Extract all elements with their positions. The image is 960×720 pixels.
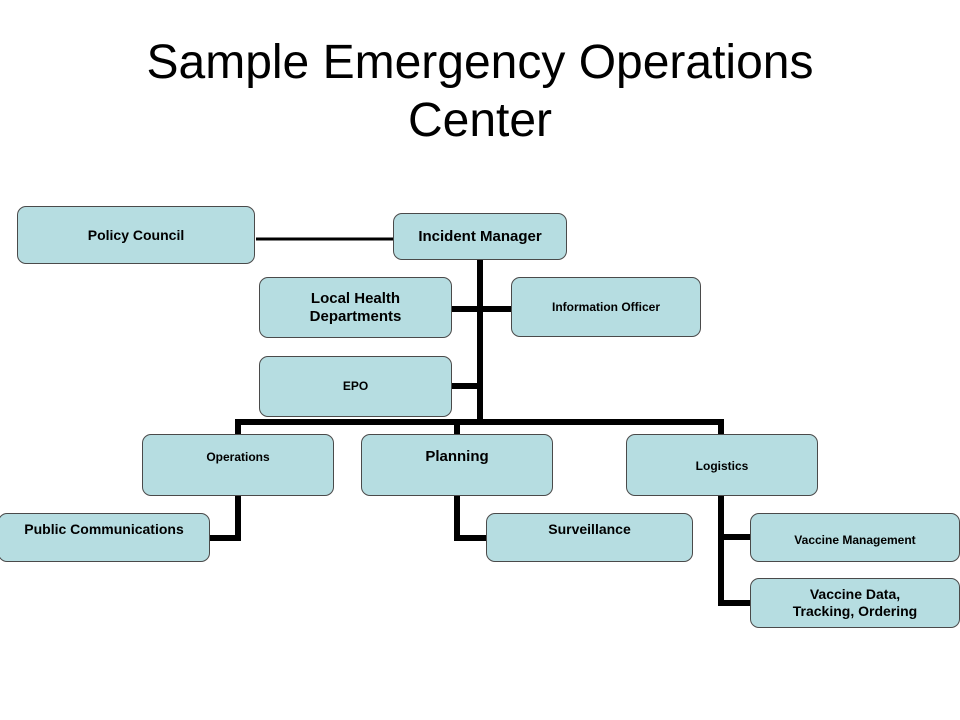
node-operations: Operations xyxy=(142,434,334,496)
node-policy-council: Policy Council xyxy=(17,206,255,264)
node-vaccine-management: Vaccine Management xyxy=(750,513,960,562)
node-epo: EPO xyxy=(259,356,452,417)
title-line-2: Center xyxy=(407,94,553,147)
node-label: Vaccine Management xyxy=(794,533,916,548)
node-label: Surveillance xyxy=(548,521,631,537)
node-public-communications: Public Communications xyxy=(0,513,210,562)
node-label: Incident Manager xyxy=(418,227,542,245)
node-surveillance: Surveillance xyxy=(486,513,693,562)
page-title: Sample Emergency Operations Center xyxy=(0,34,960,150)
node-information-officer: Information Officer xyxy=(511,277,701,337)
node-label: EPO xyxy=(342,379,369,394)
node-label: Logistics xyxy=(695,459,749,473)
node-logistics: Logistics xyxy=(626,434,818,496)
node-label: Operations xyxy=(206,450,270,464)
node-label-line-1: Local Health xyxy=(310,289,401,307)
node-label: Information Officer xyxy=(551,299,660,314)
node-label-line-2: Departments xyxy=(309,307,402,325)
node-label: Policy Council xyxy=(87,226,185,243)
node-incident-manager: Incident Manager xyxy=(393,213,567,260)
node-label: Public Communications xyxy=(24,521,184,537)
node-planning: Planning xyxy=(361,434,553,496)
node-label-line-1: Vaccine Data, xyxy=(809,586,901,603)
node-label-line-2: Tracking, Ordering xyxy=(792,603,918,619)
title-line-1: Sample Emergency Operations xyxy=(146,36,814,89)
node-local-health-departments: Local Health Departments xyxy=(259,277,452,338)
node-label: Planning xyxy=(425,448,489,465)
node-vaccine-data-tracking-ordering: Vaccine Data, Tracking, Ordering xyxy=(750,578,960,628)
